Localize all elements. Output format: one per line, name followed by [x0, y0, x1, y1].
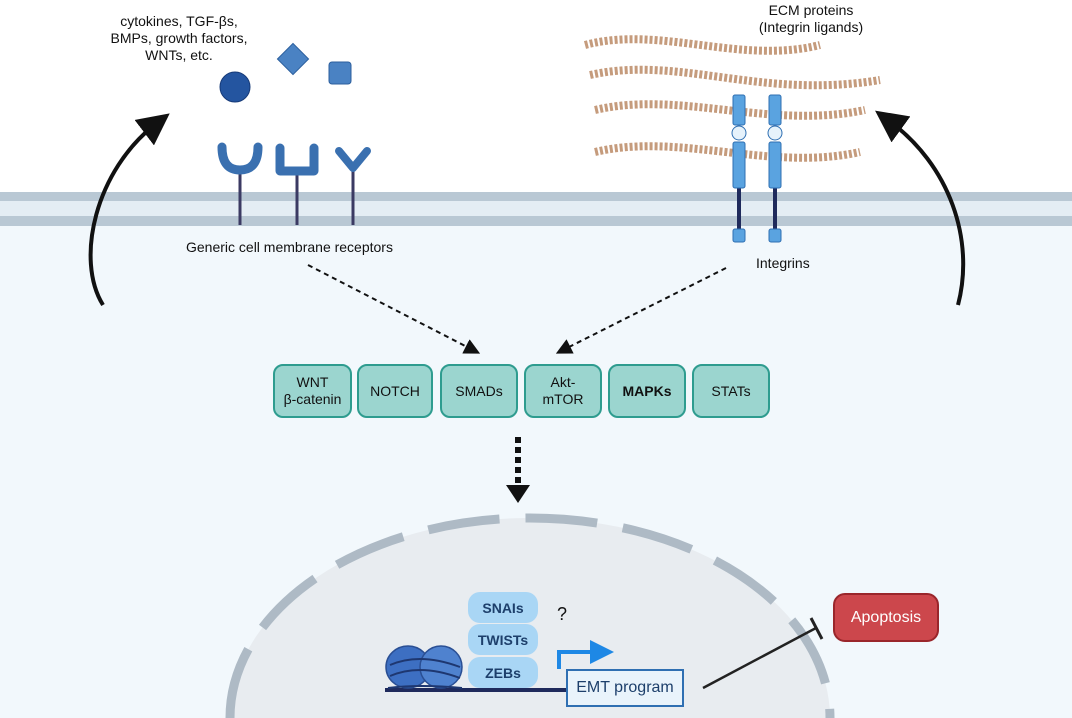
pathway-label-line: WNT	[296, 374, 329, 390]
tf-snais: SNAIs	[468, 592, 538, 623]
integrin-to-akt-arrow	[555, 267, 727, 354]
ecm-fibers	[583, 35, 881, 162]
ligands-label-line-3: WNTs, etc.	[145, 47, 213, 63]
ligand-diamond-icon	[276, 42, 310, 76]
pathways-to-nucleus-arrowhead	[506, 485, 530, 503]
ecm-label-line-1: ECM proteins	[768, 2, 854, 18]
pathway-label-line: SMADs	[455, 382, 503, 399]
pathway-label-line: MAPKs	[622, 382, 672, 399]
ligands-label: cytokines, TGF-βs, BMPs, growth factors,…	[79, 13, 279, 64]
question-mark: ?	[557, 604, 568, 624]
integrin-left-icon	[731, 94, 747, 243]
pathway-label-line: Akt-	[550, 374, 576, 390]
pathway-notch: NOTCH	[357, 364, 433, 418]
tf-zebs: ZEBs	[468, 657, 538, 688]
receptors-label: Generic cell membrane receptors	[186, 239, 393, 255]
inhibition-line	[702, 626, 817, 690]
nucleosome-icon	[385, 645, 463, 689]
ecm-label-line-2: (Integrin ligands)	[758, 19, 864, 35]
cell-membrane	[0, 192, 1072, 226]
pathway-wnt-beta-catenin: WNT β-catenin	[273, 364, 352, 418]
pathway-label-line: STATs	[711, 382, 751, 399]
receptor-y-icon	[335, 147, 371, 225]
ligand-circle-icon	[219, 71, 251, 103]
ligands-label-line-2: BMPs, growth factors,	[110, 30, 248, 46]
feedback-arrow-right	[875, 110, 966, 306]
pathway-label-line: β-catenin	[283, 391, 342, 407]
pathway-akt-mtor: Akt- mTOR	[524, 364, 602, 418]
tf-twists: TWISTs	[468, 624, 538, 655]
pathway-mapks: MAPKs	[608, 364, 686, 418]
pathway-label-line: mTOR	[542, 391, 584, 407]
receptor-u-round-icon	[217, 142, 263, 225]
integrin-right-icon	[767, 94, 783, 243]
ligands-label-line-1: cytokines, TGF-βs,	[120, 13, 238, 29]
feedback-arrow-left	[88, 113, 170, 307]
inhibition-bar	[809, 617, 824, 640]
receptor-u-square-icon	[275, 143, 319, 225]
pathway-label-line: NOTCH	[370, 382, 420, 399]
receptor-to-smads-arrow	[307, 264, 481, 354]
pathway-smads: SMADs	[440, 364, 518, 418]
pathway-stats: STATs	[692, 364, 770, 418]
ecm-label: ECM proteins (Integrin ligands)	[731, 2, 891, 36]
emt-program-box: EMT program	[566, 669, 684, 707]
apoptosis-box: Apoptosis	[833, 593, 939, 642]
transcription-start-arrow	[557, 640, 614, 669]
ligand-square-icon	[328, 61, 352, 85]
integrins-label: Integrins	[756, 255, 810, 271]
